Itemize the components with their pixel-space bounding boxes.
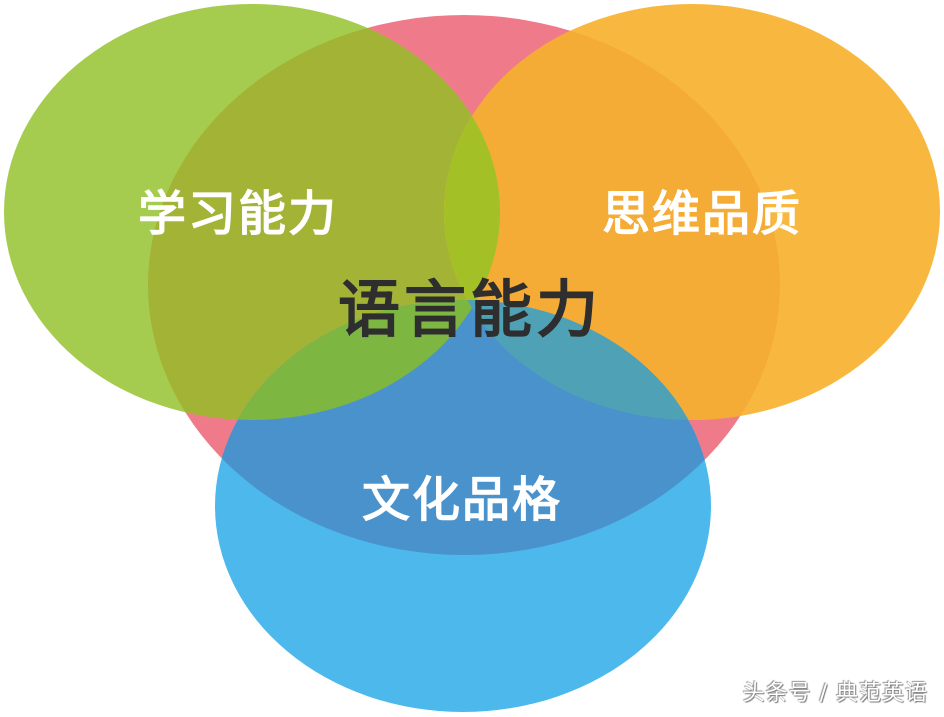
culture-label: 文化品格 bbox=[361, 472, 563, 528]
culture-learning-overlap bbox=[215, 300, 500, 420]
thinking-label: 思维品质 bbox=[601, 186, 803, 242]
learning-label: 学习能力 bbox=[137, 186, 339, 242]
thinking-language-overlap bbox=[444, 15, 780, 420]
watermark: 头条号 / 典范英语 bbox=[742, 681, 928, 706]
language-center-label: 语言能力 bbox=[337, 273, 603, 346]
